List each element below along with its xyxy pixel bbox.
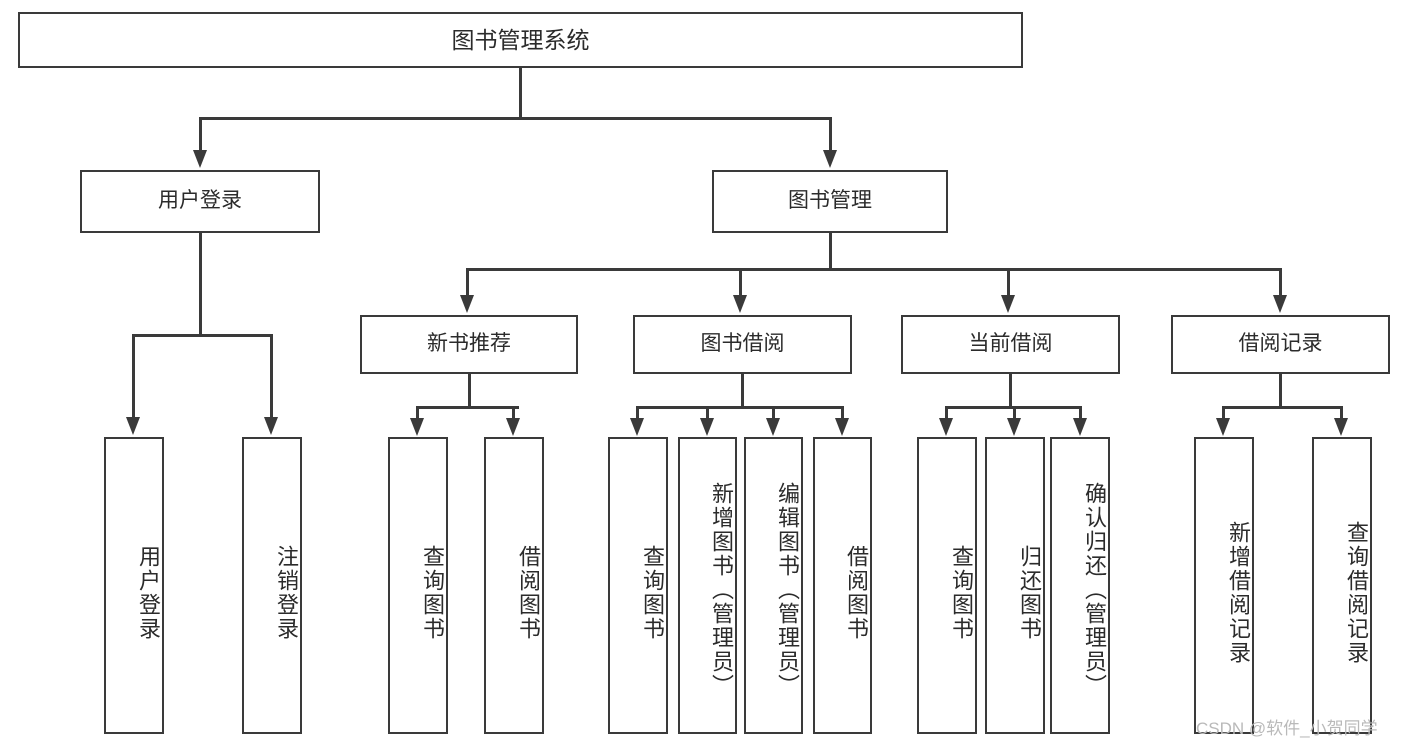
- edge-user-login-bus: [133, 334, 272, 337]
- leaf-bb-edit-book-admin[interactable]: 编辑图书（管理员）: [744, 437, 803, 734]
- edge-to-leaf-bb-query: [636, 406, 639, 424]
- node-label: 查询图书: [420, 544, 445, 641]
- edge-borrow-record-stem: [1279, 374, 1282, 407]
- arrowhead-leaf-bb-edit: [766, 418, 780, 436]
- edge-book-mgmt-stem: [829, 233, 832, 269]
- node-current-borrow[interactable]: 当前借阅: [901, 315, 1120, 374]
- edge-root-stem: [519, 68, 522, 118]
- arrowhead-leaf-logout: [264, 417, 278, 435]
- arrowhead-leaf-nb-query: [410, 418, 424, 436]
- node-book-management[interactable]: 图书管理: [712, 170, 948, 233]
- leaf-user-login[interactable]: 用户登录: [104, 437, 164, 734]
- node-label: 当前借阅: [968, 332, 1053, 356]
- edge-current-borrow-stem: [1009, 374, 1012, 407]
- edge-book-borrow-stem: [741, 374, 744, 407]
- arrowhead-leaf-user-login: [126, 417, 140, 435]
- leaf-bb-query-book[interactable]: 查询图书: [608, 437, 668, 734]
- arrowhead-borrow-record: [1273, 295, 1287, 313]
- node-label: 借阅记录: [1238, 332, 1323, 356]
- edge-new-book-bus: [417, 406, 519, 409]
- node-label: 用户登录: [158, 189, 242, 213]
- leaf-bb-add-book-admin[interactable]: 新增图书（管理员）: [678, 437, 737, 734]
- leaf-cb-confirm-return-admin[interactable]: 确认归还（管理员）: [1050, 437, 1110, 734]
- edge-user-login-stem: [199, 233, 202, 335]
- node-label: 借阅图书: [844, 544, 869, 641]
- node-label: 归还图书: [1017, 544, 1042, 641]
- arrowhead-leaf-cb-confirm: [1073, 418, 1087, 436]
- edge-to-leaf-bb-add: [706, 406, 709, 424]
- node-root-system[interactable]: 图书管理系统: [18, 12, 1023, 68]
- edge-to-leaf-logout: [270, 334, 273, 419]
- edge-to-leaf-br-query: [1340, 406, 1343, 424]
- arrowhead-leaf-nb-borrow: [506, 418, 520, 436]
- edge-root-bus: [200, 117, 832, 120]
- leaf-br-query-record[interactable]: 查询借阅记录: [1312, 437, 1372, 734]
- edge-root-to-book-mgmt: [829, 117, 832, 153]
- node-label: 新增借阅记录: [1226, 520, 1251, 665]
- arrowhead-new-book: [460, 295, 474, 313]
- node-label: 确认归还（管理员）: [1082, 481, 1107, 698]
- edge-to-new-book: [466, 268, 469, 298]
- node-label: 图书管理系统: [451, 26, 590, 53]
- edge-borrow-record-bus: [1223, 406, 1342, 409]
- edge-book-borrow-bus: [637, 406, 843, 409]
- edge-to-leaf-bb-edit: [772, 406, 775, 424]
- arrowhead-book-borrow: [733, 295, 747, 313]
- node-label: 借阅图书: [516, 544, 541, 641]
- arrowhead-leaf-bb-borrow: [835, 418, 849, 436]
- node-book-borrow[interactable]: 图书借阅: [633, 315, 852, 374]
- arrowhead-leaf-bb-add: [700, 418, 714, 436]
- arrowhead-leaf-br-query: [1334, 418, 1348, 436]
- arrowhead-leaf-bb-query: [630, 418, 644, 436]
- leaf-nb-borrow-book[interactable]: 借阅图书: [484, 437, 544, 734]
- leaf-bb-borrow-book[interactable]: 借阅图书: [813, 437, 872, 734]
- edge-to-current-borrow: [1007, 268, 1010, 298]
- arrowhead-leaf-cb-query: [939, 418, 953, 436]
- edge-new-book-stem: [468, 374, 471, 407]
- node-label: 注销登录: [274, 544, 299, 641]
- leaf-cb-query-book[interactable]: 查询图书: [917, 437, 977, 734]
- edge-to-leaf-nb-borrow: [512, 406, 515, 424]
- leaf-nb-query-book[interactable]: 查询图书: [388, 437, 448, 734]
- node-label: 查询借阅记录: [1344, 520, 1369, 665]
- edge-to-leaf-br-add: [1222, 406, 1225, 424]
- edge-to-leaf-cb-confirm: [1079, 406, 1082, 424]
- node-label: 查询图书: [640, 544, 665, 641]
- arrowhead-user-login: [193, 150, 207, 168]
- edge-to-leaf-bb-borrow: [841, 406, 844, 424]
- node-label: 图书管理: [788, 189, 872, 213]
- edge-to-borrow-record: [1279, 268, 1282, 298]
- edge-to-leaf-nb-query: [416, 406, 419, 424]
- arrowhead-leaf-br-add: [1216, 418, 1230, 436]
- edge-book-mgmt-bus: [466, 268, 1282, 271]
- leaf-logout[interactable]: 注销登录: [242, 437, 302, 734]
- edge-to-leaf-cb-return: [1013, 406, 1016, 424]
- leaf-br-add-record[interactable]: 新增借阅记录: [1194, 437, 1254, 734]
- arrowhead-book-mgmt: [823, 150, 837, 168]
- node-label: 编辑图书（管理员）: [775, 481, 800, 698]
- node-label: 用户登录: [136, 544, 161, 641]
- node-borrow-record[interactable]: 借阅记录: [1171, 315, 1390, 374]
- node-user-login[interactable]: 用户登录: [80, 170, 320, 233]
- node-label: 新书推荐: [427, 332, 511, 356]
- node-label: 新增图书（管理员）: [709, 481, 734, 698]
- node-label: 查询图书: [949, 544, 974, 641]
- edge-to-book-borrow: [739, 268, 742, 298]
- edge-to-leaf-user-login: [132, 334, 135, 419]
- arrowhead-current-borrow: [1001, 295, 1015, 313]
- edge-to-leaf-cb-query: [945, 406, 948, 424]
- node-label: 图书借阅: [700, 332, 785, 356]
- node-new-book-recommend[interactable]: 新书推荐: [360, 315, 578, 374]
- edge-root-to-user-login: [199, 117, 202, 153]
- leaf-cb-return-book[interactable]: 归还图书: [985, 437, 1045, 734]
- arrowhead-leaf-cb-return: [1007, 418, 1021, 436]
